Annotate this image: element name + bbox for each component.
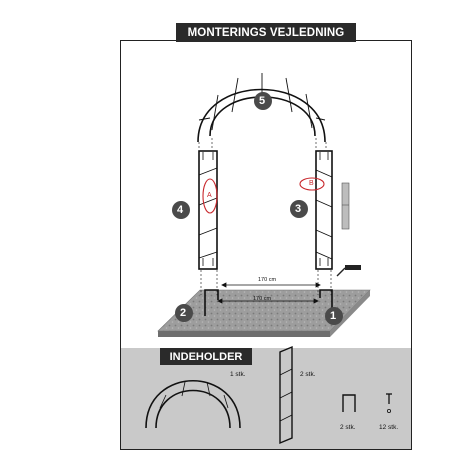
contents-side-panel <box>279 345 293 445</box>
step-4-label: 4 <box>177 204 184 216</box>
contents-heading: INDEHOLDER <box>160 348 252 365</box>
dimension-top-label: 170 cm <box>258 277 277 283</box>
base-stakes <box>204 289 333 316</box>
part-stake-qty: 2 stk. <box>340 424 356 431</box>
step-badges <box>172 92 343 325</box>
part-screw-qty: 12 stk. <box>379 424 399 431</box>
callout-a-ring <box>202 178 218 214</box>
step-2-label: 2 <box>180 307 187 319</box>
part-panel-qty: 2 stk. <box>300 371 316 378</box>
step-5-label: 5 <box>259 95 266 107</box>
callout-b-ring <box>299 177 325 191</box>
assembly-guides <box>198 138 332 295</box>
contents-ground-stake <box>342 394 356 412</box>
mallet-icon <box>336 265 361 277</box>
step-3-label: 3 <box>295 203 302 215</box>
step-1-label: 1 <box>330 310 337 322</box>
contents-arch-part <box>145 380 241 429</box>
callout-a: A <box>207 192 212 199</box>
callout-b: B <box>309 180 314 187</box>
left-side-panel <box>198 150 218 270</box>
arch-top <box>197 73 326 143</box>
spare-part-bracket <box>341 182 350 230</box>
contents-screw <box>386 393 392 413</box>
dimension-lines <box>217 282 321 304</box>
dimension-bottom-label: 170 cm <box>253 296 272 302</box>
screw-markers <box>202 152 329 266</box>
part-arch-qty: 1 stk. <box>230 371 246 378</box>
page-title: MONTERINGS VEJLEDNING <box>176 23 356 42</box>
right-side-panel <box>315 150 333 270</box>
